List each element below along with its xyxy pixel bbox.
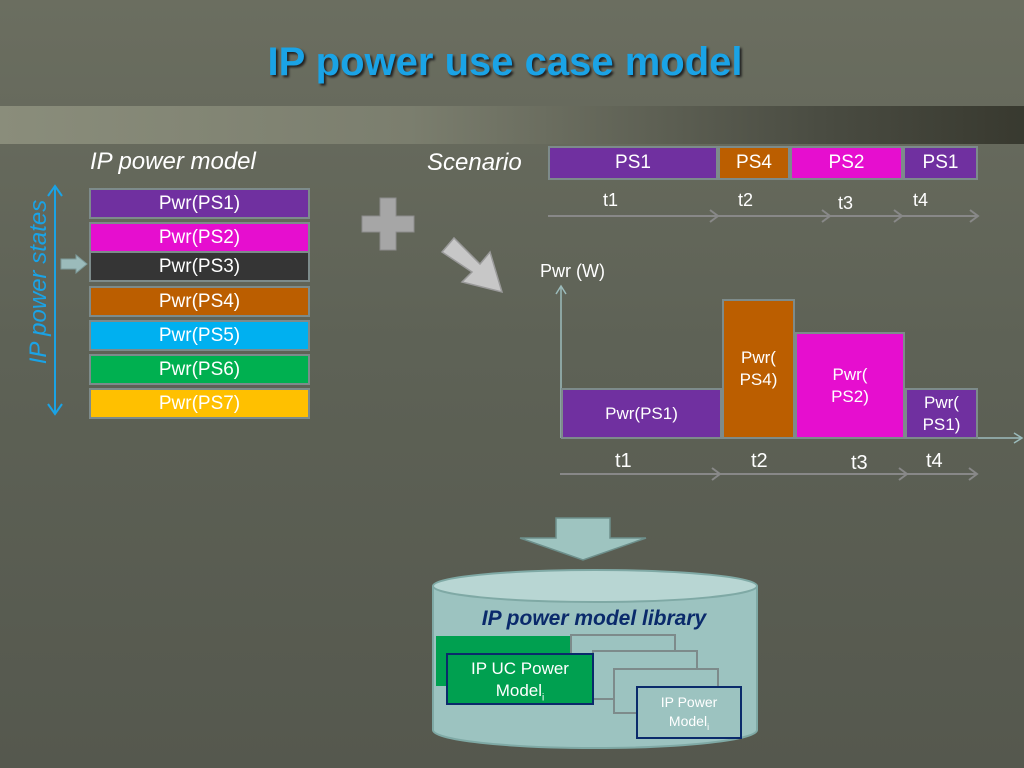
uc-card-subscript: i bbox=[542, 692, 545, 704]
library-uc-power-model-card: IP UC Power Modeli bbox=[446, 653, 594, 705]
scenario-time-axis bbox=[548, 209, 980, 223]
power-states-axis bbox=[47, 184, 63, 416]
title-band bbox=[0, 106, 1024, 144]
slide-title: IP power use case model bbox=[267, 40, 743, 84]
scenario-segment-3: PS2 bbox=[790, 146, 903, 180]
power-state-ps3: Pwr(PS3) bbox=[89, 251, 310, 282]
down-arrow-icon bbox=[519, 517, 647, 561]
scenario-time-t1: t1 bbox=[603, 190, 619, 210]
front-card-subscript: i bbox=[707, 721, 710, 732]
scenario-segment-4: PS1 bbox=[903, 146, 978, 180]
power-states-axis-label: IP power states bbox=[25, 199, 52, 365]
power-state-ps6: Pwr(PS6) bbox=[89, 354, 310, 385]
scenario-time-t4: t4 bbox=[913, 190, 929, 210]
power-state-ps4: Pwr(PS4) bbox=[89, 286, 310, 317]
power-state-ps5: Pwr(PS5) bbox=[89, 320, 310, 351]
power-bar-ps4: Pwr( PS4) bbox=[722, 299, 795, 439]
front-card-line2: Model bbox=[668, 713, 708, 729]
uc-card-line1: IP UC Power bbox=[471, 659, 569, 678]
chart-time-t4: t4 bbox=[926, 450, 943, 472]
scenario-label: Scenario bbox=[427, 149, 522, 176]
front-card-line1: IP Power bbox=[660, 694, 718, 710]
plus-icon bbox=[361, 197, 415, 251]
power-state-ps1: Pwr(PS1) bbox=[89, 188, 310, 219]
scenario-segment-2: PS4 bbox=[718, 146, 790, 180]
chart-time-t3: t3 bbox=[851, 452, 868, 474]
power-model-label: IP power model bbox=[90, 148, 256, 175]
chart-time-t2: t2 bbox=[751, 450, 768, 472]
chart-time-axis bbox=[560, 467, 979, 481]
library-ip-power-model-card: IP Power Modeli bbox=[636, 686, 742, 739]
power-state-ps7: Pwr(PS7) bbox=[89, 388, 310, 419]
power-state-ps2: Pwr(PS2) bbox=[89, 222, 310, 253]
pointer-arrow-icon bbox=[60, 254, 88, 274]
library-title: IP power model library bbox=[481, 607, 707, 630]
power-bar-ps2: Pwr( PS2) bbox=[795, 332, 905, 439]
power-bar-ps1-first: Pwr(PS1) bbox=[561, 388, 722, 439]
chart-time-t1: t1 bbox=[615, 450, 632, 472]
power-bar-ps1-last: Pwr( PS1) bbox=[905, 388, 978, 439]
scenario-segment-1: PS1 bbox=[548, 146, 718, 180]
scenario-time-t3: t3 bbox=[838, 193, 854, 213]
diagonal-arrow-icon bbox=[440, 236, 504, 294]
power-chart-ylabel: Pwr (W) bbox=[540, 261, 605, 281]
scenario-time-t2: t2 bbox=[738, 190, 754, 210]
uc-card-line2: Model bbox=[495, 681, 543, 700]
